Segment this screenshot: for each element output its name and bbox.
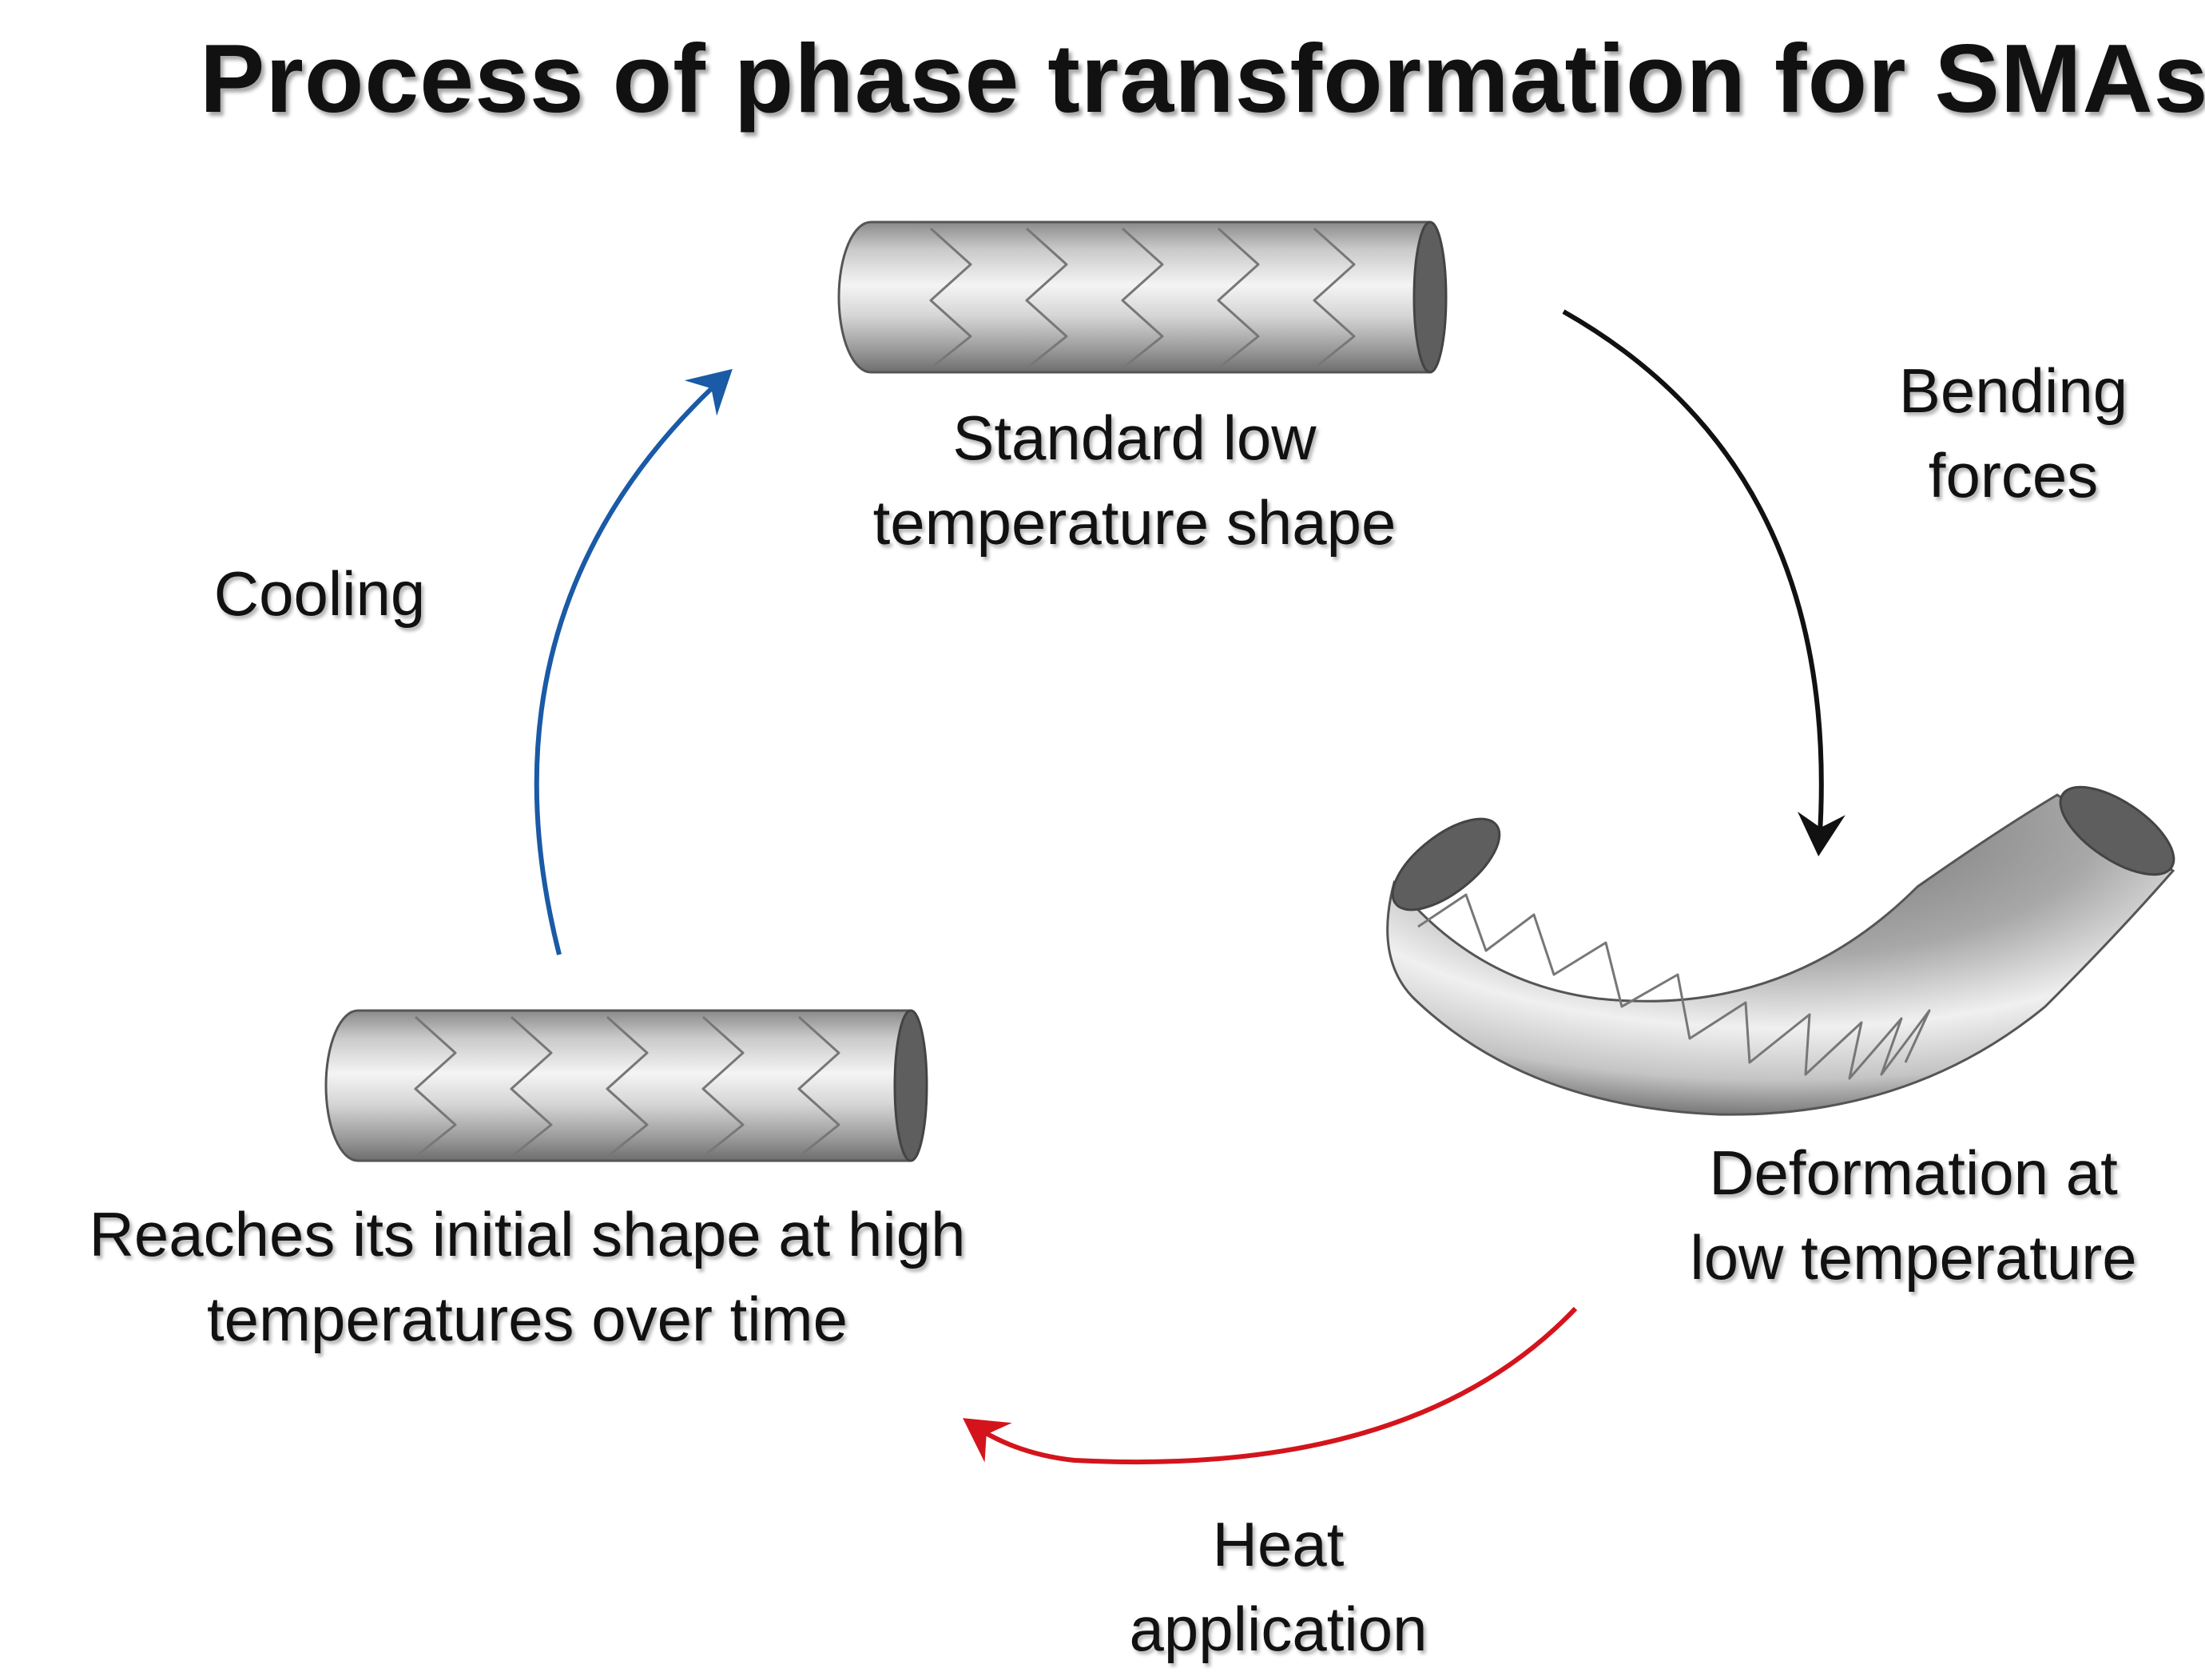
bending-line2: forces [1928,440,2099,510]
top-cylinder [837,220,1448,374]
left-state-line1: Reaches its initial shape at high [89,1199,966,1269]
heat-line1: Heat [1212,1509,1345,1579]
left-state-label: Reaches its initial shape at high temper… [0,1192,1055,1361]
left-state-line2: temperatures over time [207,1284,848,1354]
cooling-arrow [534,368,733,955]
right-state-line1: Deformation at [1709,1138,2118,1208]
bending-arrow [1562,309,1845,856]
top-state-line1: Standard low [952,403,1317,473]
heat-arrow [963,1306,1578,1464]
heat-label: Heat application [1039,1502,1518,1671]
bent-cylinder [1386,785,2175,1116]
right-state-label: Deformation at low temperature [1622,1130,2205,1300]
top-state-label: Standard low temperature shape [815,395,1454,565]
cooling-line1: Cooling [213,558,426,629]
heat-line2: application [1129,1594,1428,1664]
bending-line1: Bending [1898,355,2128,426]
left-cylinder [324,1009,928,1162]
top-state-line2: temperature shape [872,487,1396,558]
right-state-line2: low temperature [1690,1222,2137,1293]
bending-label: Bending forces [1806,348,2205,518]
cooling-label: Cooling [160,551,479,636]
diagram-title: Process of phase transformation for SMAs [200,24,2205,133]
